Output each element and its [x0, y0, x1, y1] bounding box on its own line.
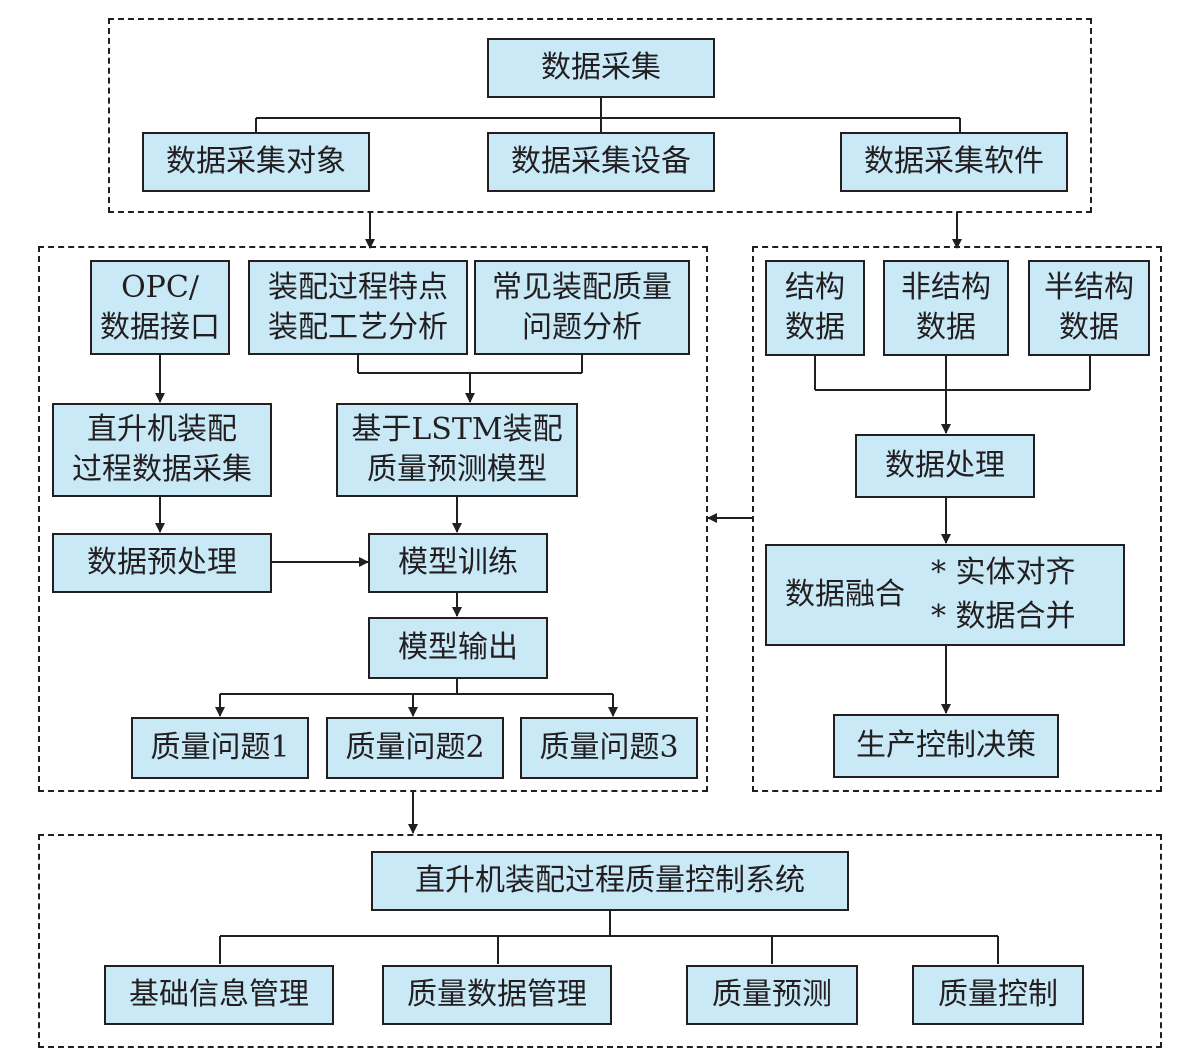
collection-software-box: 数据采集软件 [840, 132, 1068, 192]
quality-control-box: 质量控制 [912, 965, 1084, 1025]
quality-control-system-box: 直升机装配过程质量控制系统 [371, 851, 849, 911]
data-fusion-label: 数据融合 [785, 577, 905, 612]
data-collection-group [108, 18, 1092, 213]
quality-control-system-group [38, 834, 1162, 1048]
output-box: 模型输出 [368, 617, 548, 679]
data-fusion-box: 数据融合 * 实体对齐 * 数据合并 [765, 544, 1125, 646]
structured-data-box: 结构数据 [765, 260, 865, 356]
quality-prediction-box: 质量预测 [686, 965, 858, 1025]
preprocess-box: 数据预处理 [52, 533, 272, 593]
production-decision-box: 生产控制决策 [833, 714, 1059, 778]
quality-data-management-box: 质量数据管理 [382, 965, 612, 1025]
data-processing-group [752, 246, 1162, 792]
quality-issue-2-box: 质量问题2 [326, 717, 504, 779]
semistructured-data-box: 半结构数据 [1028, 260, 1150, 356]
quality-issue-analysis-box: 常见装配质量问题分析 [474, 260, 690, 355]
basic-info-management-box: 基础信息管理 [104, 965, 334, 1025]
collection-object-box: 数据采集对象 [142, 132, 370, 192]
opc-interface-box: OPC/数据接口 [90, 260, 230, 355]
data-collection-box: 数据采集 [487, 38, 715, 98]
assembly-data-collection-box: 直升机装配过程数据采集 [52, 403, 272, 497]
training-box: 模型训练 [368, 533, 548, 593]
quality-prediction-group [38, 246, 708, 792]
lstm-model-box: 基于LSTM装配质量预测模型 [336, 403, 578, 497]
data-processing-box: 数据处理 [855, 434, 1035, 498]
data-merge-item: * 数据合并 [931, 599, 1076, 634]
quality-issue-3-box: 质量问题3 [520, 717, 698, 779]
quality-issue-1-box: 质量问题1 [131, 717, 309, 779]
collection-device-box: 数据采集设备 [487, 132, 715, 192]
unstructured-data-box: 非结构数据 [883, 260, 1009, 356]
process-features-box: 装配过程特点装配工艺分析 [248, 260, 468, 355]
entity-alignment-item: * 实体对齐 [931, 555, 1076, 590]
